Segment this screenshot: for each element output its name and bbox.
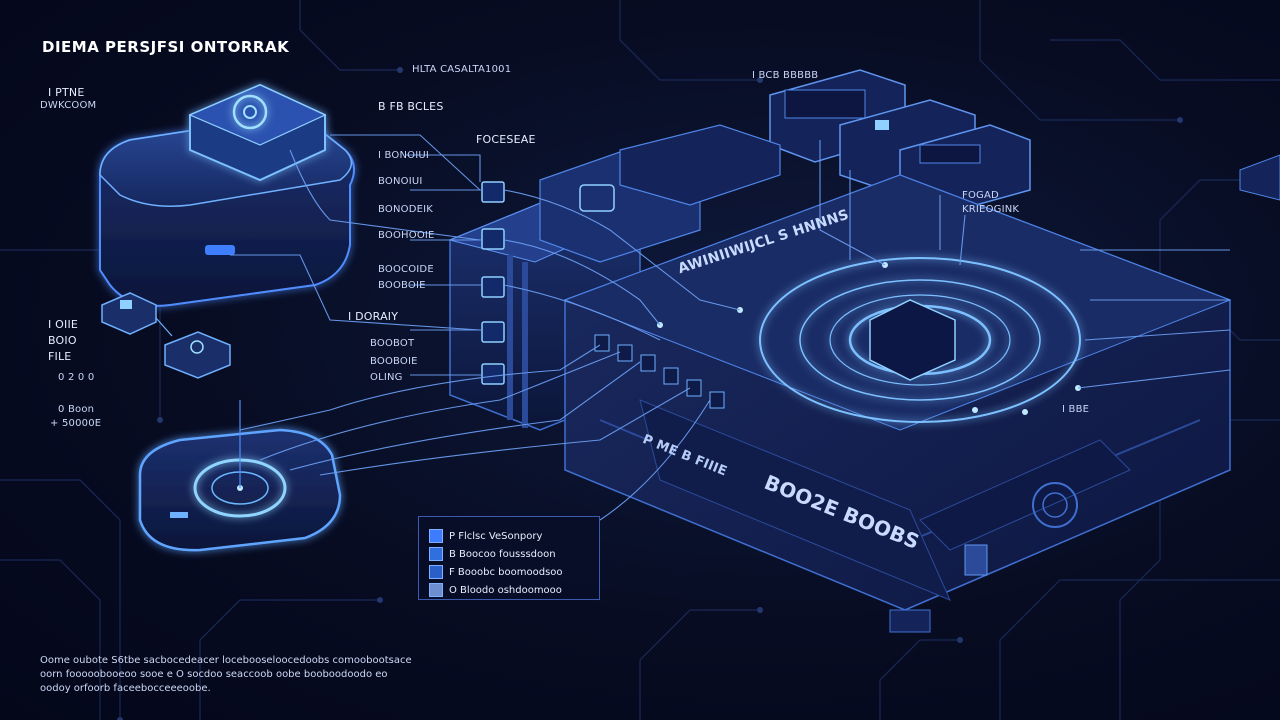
bus-title: B FB BCLES (378, 100, 444, 113)
top-right-label: I BCB BBBBB (752, 70, 819, 81)
footer-caption: Oome oubote S6tbe sacbocedeacer loceboos… (40, 655, 412, 694)
legend-box: P Flclsc VeSonpory B Boocoo fousssdoon F… (418, 516, 600, 600)
main-board (563, 174, 1232, 633)
storage-node-bottom (138, 400, 342, 552)
left-stack-5: 0 Boon (58, 404, 95, 415)
legend-item: P Flclsc VeSonpory (429, 529, 542, 543)
lower-label-1: BOOBOT (370, 338, 415, 349)
left-label-1: I PTNE (48, 86, 85, 99)
left-stack-4: 0 2 0 0 (58, 372, 95, 383)
list-label-2: BONOIUI (378, 176, 423, 187)
legend-item: B Boocoo fousssdoon (429, 547, 556, 561)
storage-node-top (99, 83, 355, 307)
legend-label: O Bloodo oshdoomooo (449, 584, 562, 596)
page-title: DIEMA PERSJFSI ONTORRAK (42, 38, 290, 56)
list-label-1: I BONOIUI (378, 150, 430, 161)
left-stack-6: + 50000E (50, 418, 102, 429)
doraiy-label: I DORAIY (348, 310, 399, 323)
side-right-label: I BBE (1062, 404, 1090, 415)
legend-label: F Booobc boomoodsoo (449, 566, 563, 578)
legend-item: O Bloodo oshdoomooo (429, 583, 562, 597)
icon-boxes (481, 181, 505, 385)
legend-swatch (429, 583, 443, 597)
lower-label-2: BOOBOIE (370, 356, 418, 367)
legend-label: B Boocoo fousssdoon (449, 548, 556, 560)
legend-swatch (429, 529, 443, 543)
port-row (594, 334, 725, 409)
left-stack-3: FILE (48, 350, 72, 363)
left-stack-1: I OIIE (48, 318, 79, 331)
legend-swatch (429, 547, 443, 561)
right-label-1: FOGAD (962, 190, 999, 201)
processor-label: FOCESEAE (476, 133, 536, 146)
legend-label: P Flclsc VeSonpory (449, 530, 543, 542)
small-modules (101, 292, 231, 379)
lower-label-3: OLING (370, 372, 403, 383)
right-label-2: KRIEOGINK (962, 204, 1020, 215)
left-stack-2: BOIO (48, 334, 77, 347)
list-label-3: BONODEIK (378, 204, 434, 215)
mid-label-2: BOOBOIE (378, 280, 426, 291)
list-label-4: BOOHOOIE (378, 230, 435, 241)
legend-item: F Booobc boomoodsoo (429, 565, 563, 579)
legend-swatch (429, 565, 443, 579)
mid-label-1: BOOCOIDE (378, 264, 434, 275)
header-center-label: HLTA CASALTA1001 (412, 64, 512, 75)
monitor-cluster (619, 69, 1280, 216)
connector-lines (230, 134, 1231, 521)
left-label-2: DWKCOOM (40, 100, 97, 111)
